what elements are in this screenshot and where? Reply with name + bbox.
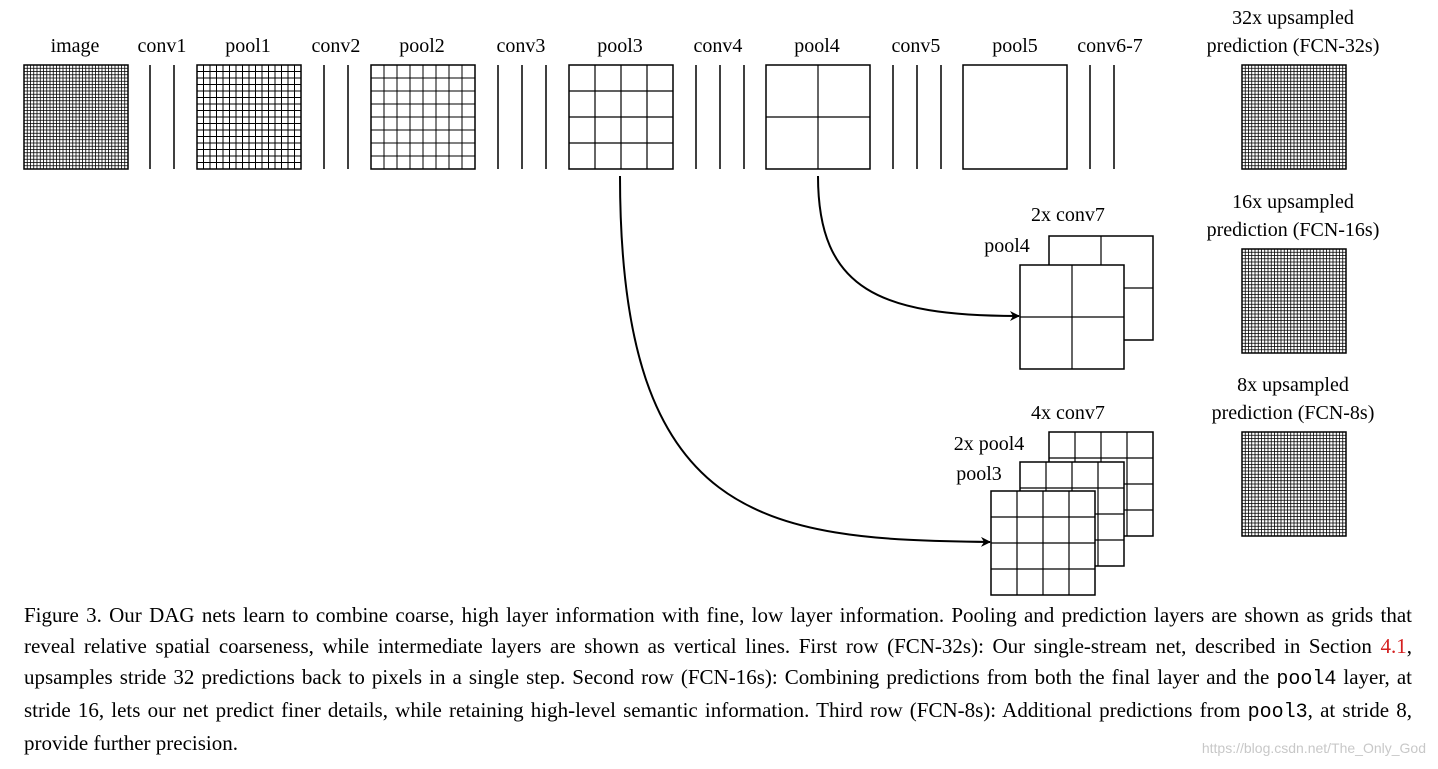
image-grid [23,64,129,170]
conv3-lines [497,65,547,169]
label-pool2: pool2 [399,35,445,57]
label-image: image [51,35,100,57]
pool1-grid [196,64,302,170]
figure-caption: Figure 3. Our DAG nets learn to combine … [24,600,1412,759]
pool4-skip-arrow [817,175,1020,321]
fcn8s-prediction-grid [1241,431,1347,537]
label-2x-pool4: 2x pool4 [954,433,1025,455]
conv1-lines [149,65,175,169]
watermark: https://blog.csdn.net/The_Only_God [1201,740,1426,756]
pool4-grid [765,64,871,170]
pool3-skip-arrow [619,175,991,547]
pool2-grid [370,64,476,170]
caption-part-2: , upsamples stride 32 predictions back t… [24,634,1412,689]
fcn32s-prediction-grid [1241,64,1347,170]
pool3-grid [568,64,674,170]
caption-part-1: Figure 3. Our DAG nets learn to combine … [24,603,1412,658]
label-pool1: pool1 [225,35,271,57]
label-fcn8-line2: prediction (FCN-8s) [1212,402,1375,424]
caption-part-4: , at stride 8, provide further precision… [24,698,1412,755]
label-row3-pool3: pool3 [956,463,1002,485]
label-conv1: conv1 [138,35,187,57]
code-pool4: pool4 [1276,668,1337,691]
label-fcn16-line2: prediction (FCN-16s) [1207,219,1380,241]
label-fcn32-line1: 32x upsampled [1232,7,1354,29]
label-pool4: pool4 [794,35,840,57]
label-4x-conv7: 4x conv7 [1031,402,1105,424]
conv2-lines [323,65,349,169]
conv4-lines [695,65,745,169]
label-conv6-7: conv6-7 [1077,35,1143,57]
label-pool3: pool3 [597,35,643,57]
label-fcn16-line1: 16x upsampled [1232,191,1354,213]
row2-pool4-grid [1019,264,1125,370]
label-fcn32-line2: prediction (FCN-32s) [1207,35,1380,57]
label-pool5: pool5 [992,35,1038,57]
label-conv2: conv2 [312,35,361,57]
label-conv5: conv5 [892,35,941,57]
label-conv3: conv3 [497,35,546,57]
pool5-grid [962,64,1068,170]
code-pool3: pool3 [1247,701,1308,724]
fcn-architecture-diagram: image conv1 pool1 conv2 pool2 conv3 pool… [23,7,1380,596]
caption-part-3: layer, at stride 16, lets our net predic… [24,665,1412,722]
label-conv4: conv4 [694,35,743,57]
section-reference-link[interactable]: 4.1 [1380,634,1407,658]
conv6-7-lines [1089,65,1115,169]
fcn16s-prediction-grid [1241,248,1347,354]
label-row2-pool4: pool4 [984,235,1030,257]
label-fcn8-line1: 8x upsampled [1237,374,1349,396]
label-2x-conv7: 2x conv7 [1031,204,1105,226]
row3-pool3-grid [990,490,1096,596]
conv5-lines [892,65,942,169]
